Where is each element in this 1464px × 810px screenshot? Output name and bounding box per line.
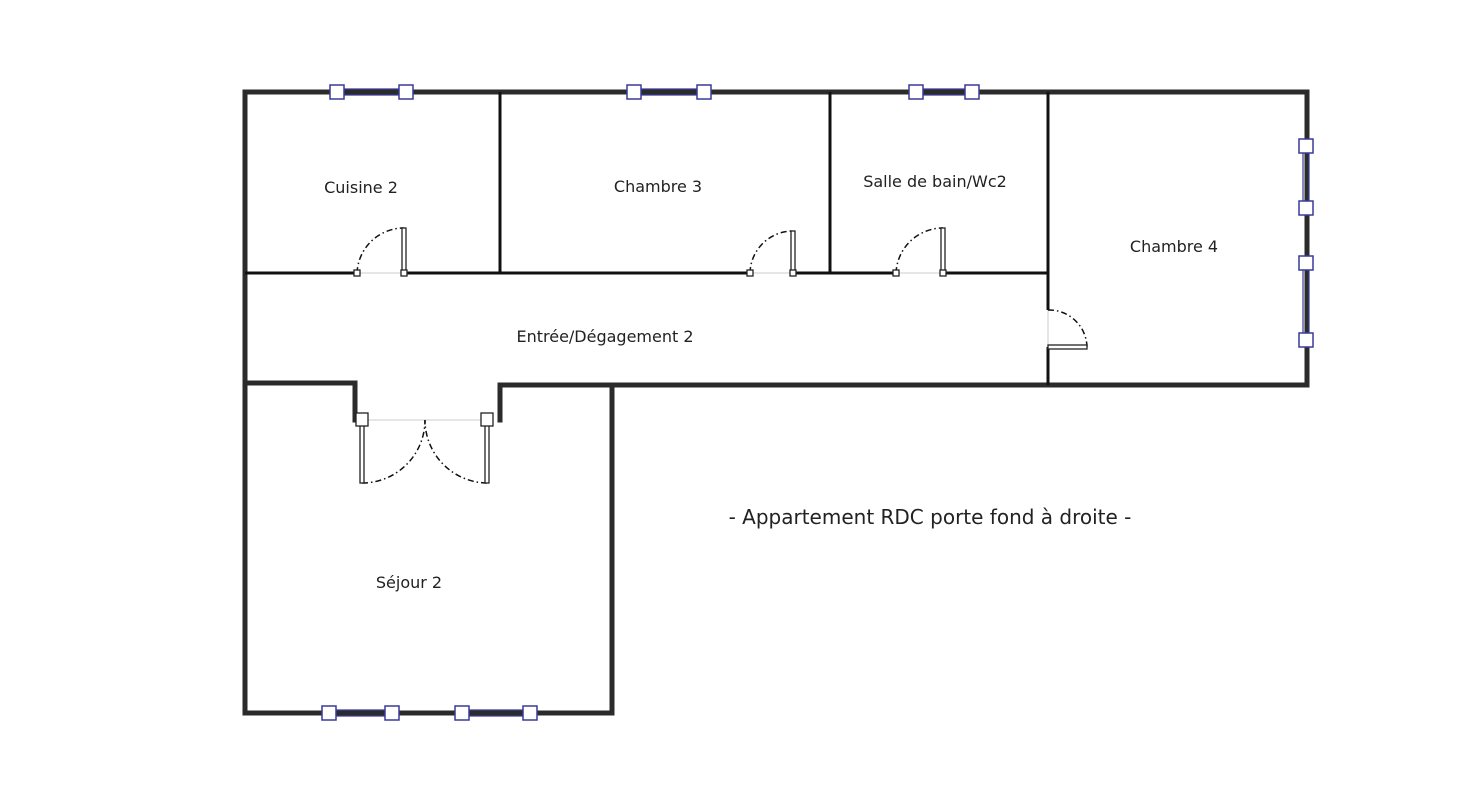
door-salle-de-bain <box>892 227 947 277</box>
window-sejour-a <box>321 705 400 721</box>
room-label-entree: Entrée/Dégagement 2 <box>516 327 693 346</box>
window-sejour-b <box>454 705 538 721</box>
door-chambre-4 <box>1047 309 1088 350</box>
doors <box>353 227 1088 484</box>
room-label-cuisine: Cuisine 2 <box>324 178 398 197</box>
room-label-salle-de-bain: Salle de bain/Wc2 <box>863 172 1007 191</box>
window-chambre-3 <box>626 84 712 100</box>
room-label-sejour: Séjour 2 <box>376 573 442 592</box>
window-chambre-4-a <box>1298 138 1314 216</box>
plan-note: - Appartement RDC porte fond à droite - <box>729 505 1132 529</box>
double-door-sejour <box>355 412 494 484</box>
interior-walls <box>245 92 1050 385</box>
window-cuisine <box>329 84 414 100</box>
window-chambre-4-b <box>1298 255 1314 348</box>
room-label-chambre-3: Chambre 3 <box>614 177 702 196</box>
window-salle-de-bain <box>908 84 980 100</box>
windows <box>321 84 1314 721</box>
exterior-walls <box>242 89 1310 716</box>
room-label-chambre-4: Chambre 4 <box>1130 237 1218 256</box>
door-cuisine <box>353 227 408 277</box>
door-chambre-3 <box>746 230 797 277</box>
room-labels: Cuisine 2 Chambre 3 Salle de bain/Wc2 Ch… <box>324 172 1218 592</box>
